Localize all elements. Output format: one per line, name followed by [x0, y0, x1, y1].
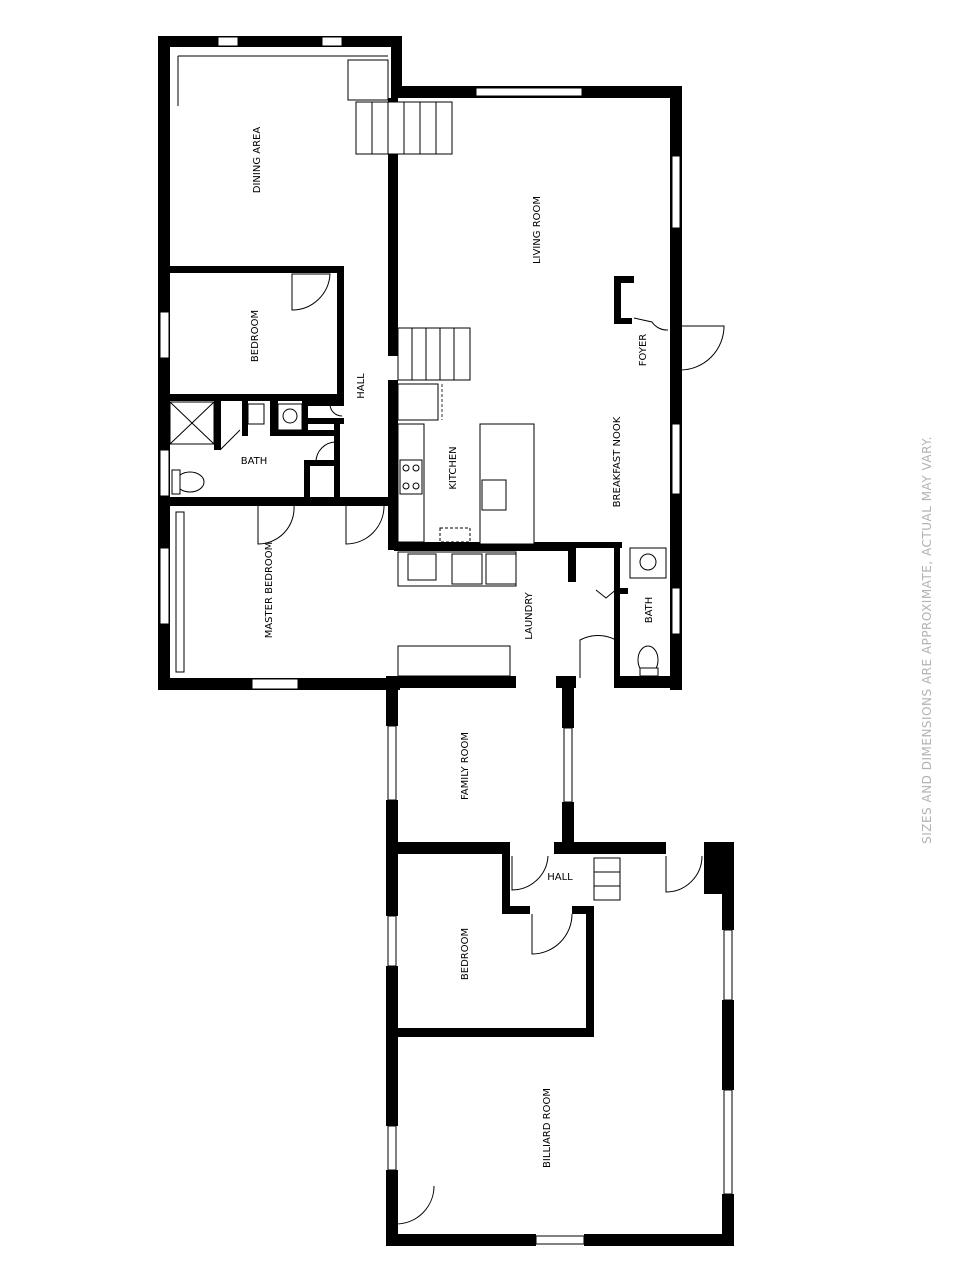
label-foyer: FOYER [638, 334, 649, 367]
label-bath-2: BATH [644, 597, 655, 624]
label-family-room: FAMILY ROOM [460, 732, 471, 800]
windows [159, 36, 733, 1245]
label-breakfast-nook: BREAKFAST NOOK [612, 416, 623, 507]
label-bath-1: BATH [241, 456, 268, 467]
label-living-room: LIVING ROOM [532, 196, 543, 264]
room-labels: DINING AREA LIVING ROOM BEDROOM HALL FOY… [241, 127, 655, 1168]
label-bedroom-1: BEDROOM [250, 310, 261, 362]
label-master-bedroom: MASTER BEDROOM [264, 542, 275, 639]
stairs [347, 59, 621, 901]
label-hall-2: HALL [547, 872, 573, 883]
label-kitchen: KITCHEN [448, 446, 459, 489]
label-laundry: LAUNDRY [524, 591, 535, 639]
label-hall-1: HALL [356, 373, 367, 399]
fixtures [169, 383, 667, 677]
label-bedroom-2: BEDROOM [460, 928, 471, 980]
label-billiard-room: BILLIARD ROOM [542, 1088, 553, 1168]
doors [219, 273, 725, 1225]
label-dining-area: DINING AREA [252, 127, 263, 194]
disclaimer-note: SIZES AND DIMENSIONS ARE APPROXIMATE, AC… [920, 436, 934, 844]
walls [158, 36, 734, 1246]
